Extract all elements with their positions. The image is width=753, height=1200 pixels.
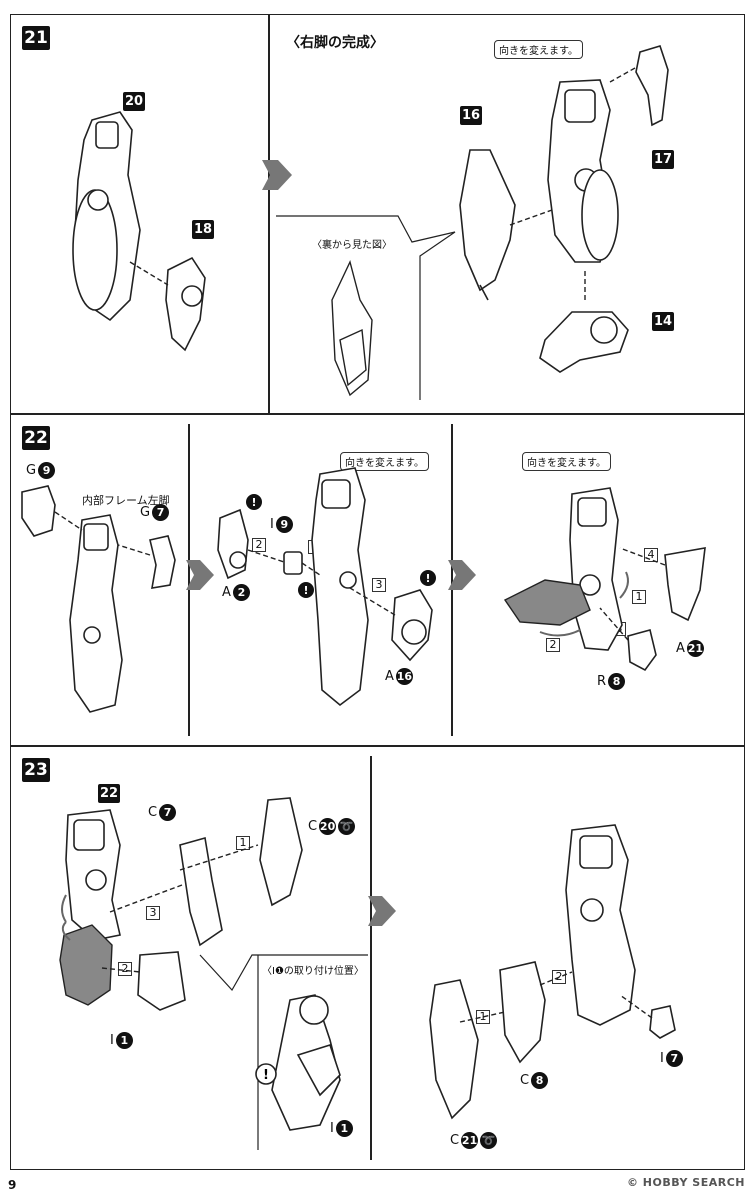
watermark-logo: © HOBBY SEARCH xyxy=(626,1176,745,1189)
step-number: 22 xyxy=(22,426,50,450)
step-21-drawing xyxy=(72,45,669,400)
step-arrow xyxy=(186,560,214,590)
step-22-divider-a xyxy=(188,424,190,736)
change-direction-note-b: 向きを変えます。 xyxy=(340,452,429,471)
step-23-divider xyxy=(370,756,372,1160)
step-22-divider-b xyxy=(451,424,453,736)
part-20: 20 xyxy=(123,92,145,111)
sequence-2: 2 xyxy=(546,638,560,652)
inner-frame-label: 内部フレーム左脚 xyxy=(82,494,170,507)
swirl-icon: ➰ xyxy=(480,1132,498,1149)
sequence-3: 3 xyxy=(146,906,160,920)
sequence-1: 1 xyxy=(632,590,646,604)
change-direction-note-c: 向きを変えます。 xyxy=(522,452,611,471)
part-18: 18 xyxy=(192,220,214,239)
change-direction-note: 向きを変えます。 xyxy=(494,40,583,59)
part-14: 14 xyxy=(652,312,674,331)
back-view-caption: 〈裏から見た図〉 xyxy=(312,240,392,251)
step-arrow xyxy=(262,160,292,190)
step-number: 21 xyxy=(22,26,50,50)
step-arrow xyxy=(368,896,396,926)
step-arrow xyxy=(448,560,476,590)
position-note: 〈I❶の取り付け位置〉 xyxy=(262,966,364,977)
caution-icon: ! xyxy=(251,496,256,509)
page-number: 9 xyxy=(8,1178,17,1192)
step-number: 23 xyxy=(22,758,50,782)
sequence-3: 3 xyxy=(372,578,386,592)
sequence-2: 2 xyxy=(252,538,266,552)
part-22: 22 xyxy=(98,784,120,803)
step-21-divider xyxy=(268,14,270,414)
step-22-drawing: ! ! ! xyxy=(21,467,706,713)
caution-icon: ! xyxy=(263,1068,269,1083)
swirl-icon: ➰ xyxy=(338,818,356,835)
caution-icon: ! xyxy=(425,572,430,585)
caution-icon: ! xyxy=(303,584,308,597)
sequence-2: 2 xyxy=(118,962,132,976)
part-17: 17 xyxy=(652,150,674,169)
sequence-1: 1 xyxy=(476,1010,490,1024)
part-16: 16 xyxy=(460,106,482,125)
section-title: 〈右脚の完成〉 xyxy=(286,35,384,51)
